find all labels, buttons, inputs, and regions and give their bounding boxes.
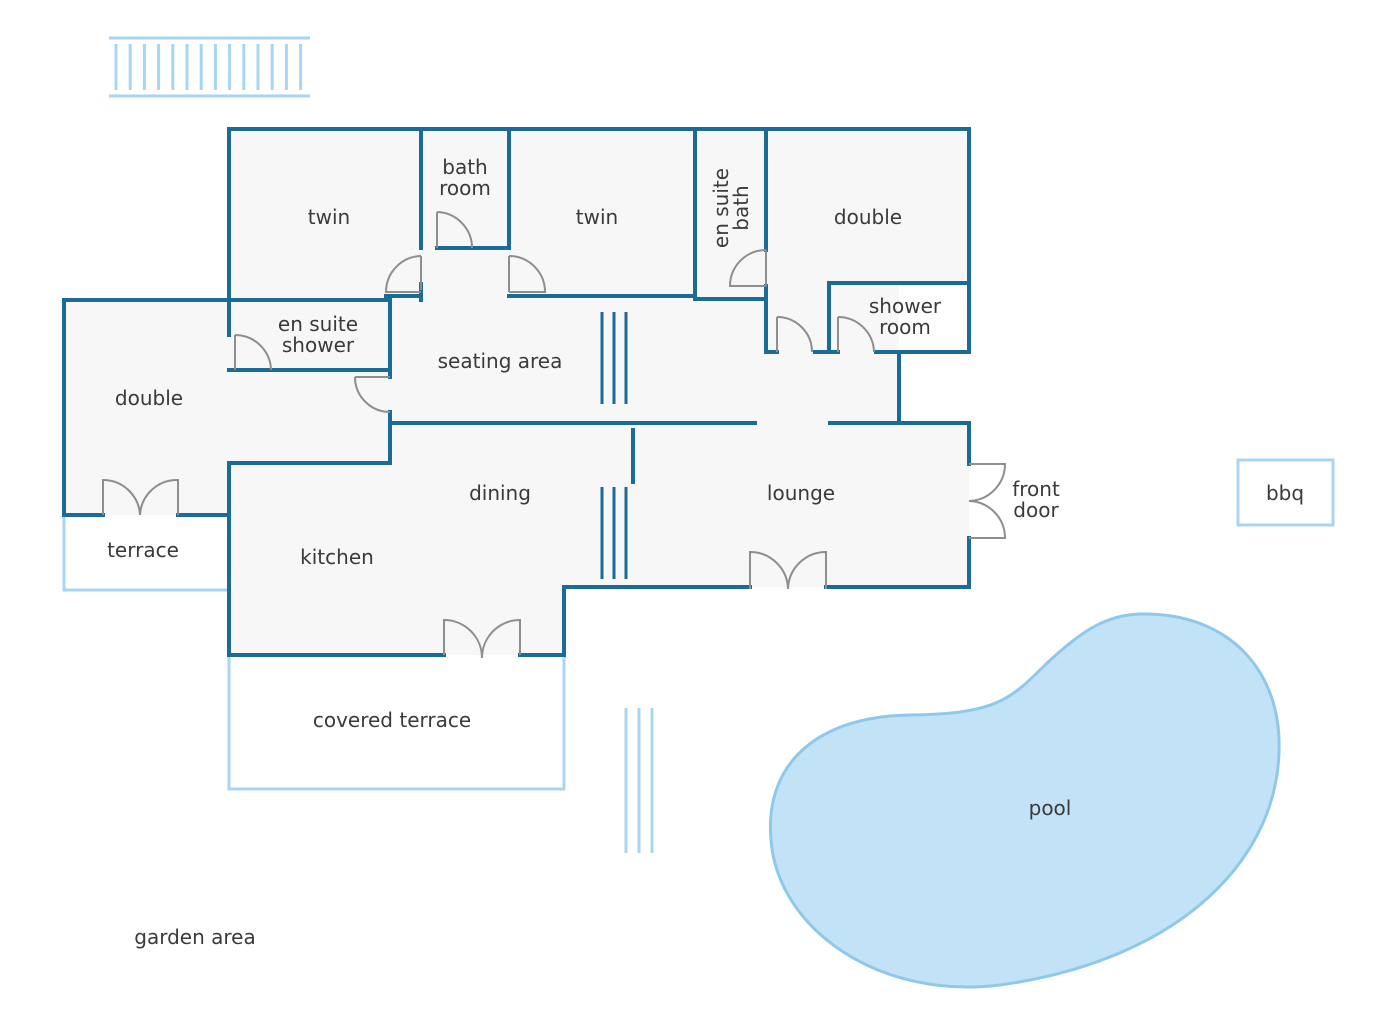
room-label-en-suite-bath-1: en suite xyxy=(709,168,733,248)
door-swing-icon xyxy=(776,316,813,353)
room-label-terrace: terrace xyxy=(107,538,179,562)
room-label-twin-left: twin xyxy=(308,205,350,229)
room-label-pool: pool xyxy=(1029,796,1072,820)
double-door-icon xyxy=(749,550,827,590)
bbq-box xyxy=(1236,458,1335,527)
double-door-icon xyxy=(102,478,179,516)
outdoor-steps-top-left xyxy=(109,36,310,98)
double-door-icon xyxy=(968,463,1007,539)
door-swing-icon xyxy=(354,376,391,413)
door-swing-icon xyxy=(728,249,767,287)
room-label-kitchen: kitchen xyxy=(300,545,374,569)
room-label-lounge: lounge xyxy=(767,481,835,505)
room-label-en-suite-shower-1: en suite xyxy=(278,312,358,336)
room-label-en-suite-shower-2: shower xyxy=(282,333,355,357)
door-swing-icon xyxy=(436,211,473,249)
doors xyxy=(102,211,1007,659)
room-label-bbq: bbq xyxy=(1266,481,1304,505)
room-label-garden-area: garden area xyxy=(134,925,255,949)
room-label-shower-room-1: shower xyxy=(869,294,942,318)
double-door-icon xyxy=(443,618,521,659)
room-label-double-right: double xyxy=(834,205,902,229)
outdoor-steps-bottom xyxy=(624,708,654,853)
stairs-icon xyxy=(600,312,628,579)
room-label-bath-room-1: bath xyxy=(442,155,487,179)
pool-shape-icon xyxy=(768,612,1281,989)
room-label-bath-room-2: room xyxy=(439,176,491,200)
floor-fill xyxy=(64,129,969,655)
door-swing-icon xyxy=(384,255,422,293)
door-swing-icon xyxy=(234,334,272,371)
walls xyxy=(62,127,971,657)
room-label-shower-room-2: room xyxy=(879,315,931,339)
door-swing-icon xyxy=(508,255,547,293)
terrace-outline xyxy=(62,515,230,592)
room-label-front-door-1: front xyxy=(1012,477,1060,501)
room-label-front-door-2: door xyxy=(1013,498,1059,522)
room-label-en-suite-bath-2: bath xyxy=(729,185,753,230)
room-label-double-left: double xyxy=(115,386,183,410)
room-label-dining: dining xyxy=(469,481,531,505)
room-label-seating-area: seating area xyxy=(438,349,563,373)
room-label-twin-middle: twin xyxy=(576,205,618,229)
door-swing-icon xyxy=(837,316,875,353)
room-labels: twin bath room twin en suite bath double… xyxy=(107,155,1304,949)
room-label-covered-terrace: covered terrace xyxy=(313,708,471,732)
covered-terrace-outline xyxy=(227,655,566,791)
